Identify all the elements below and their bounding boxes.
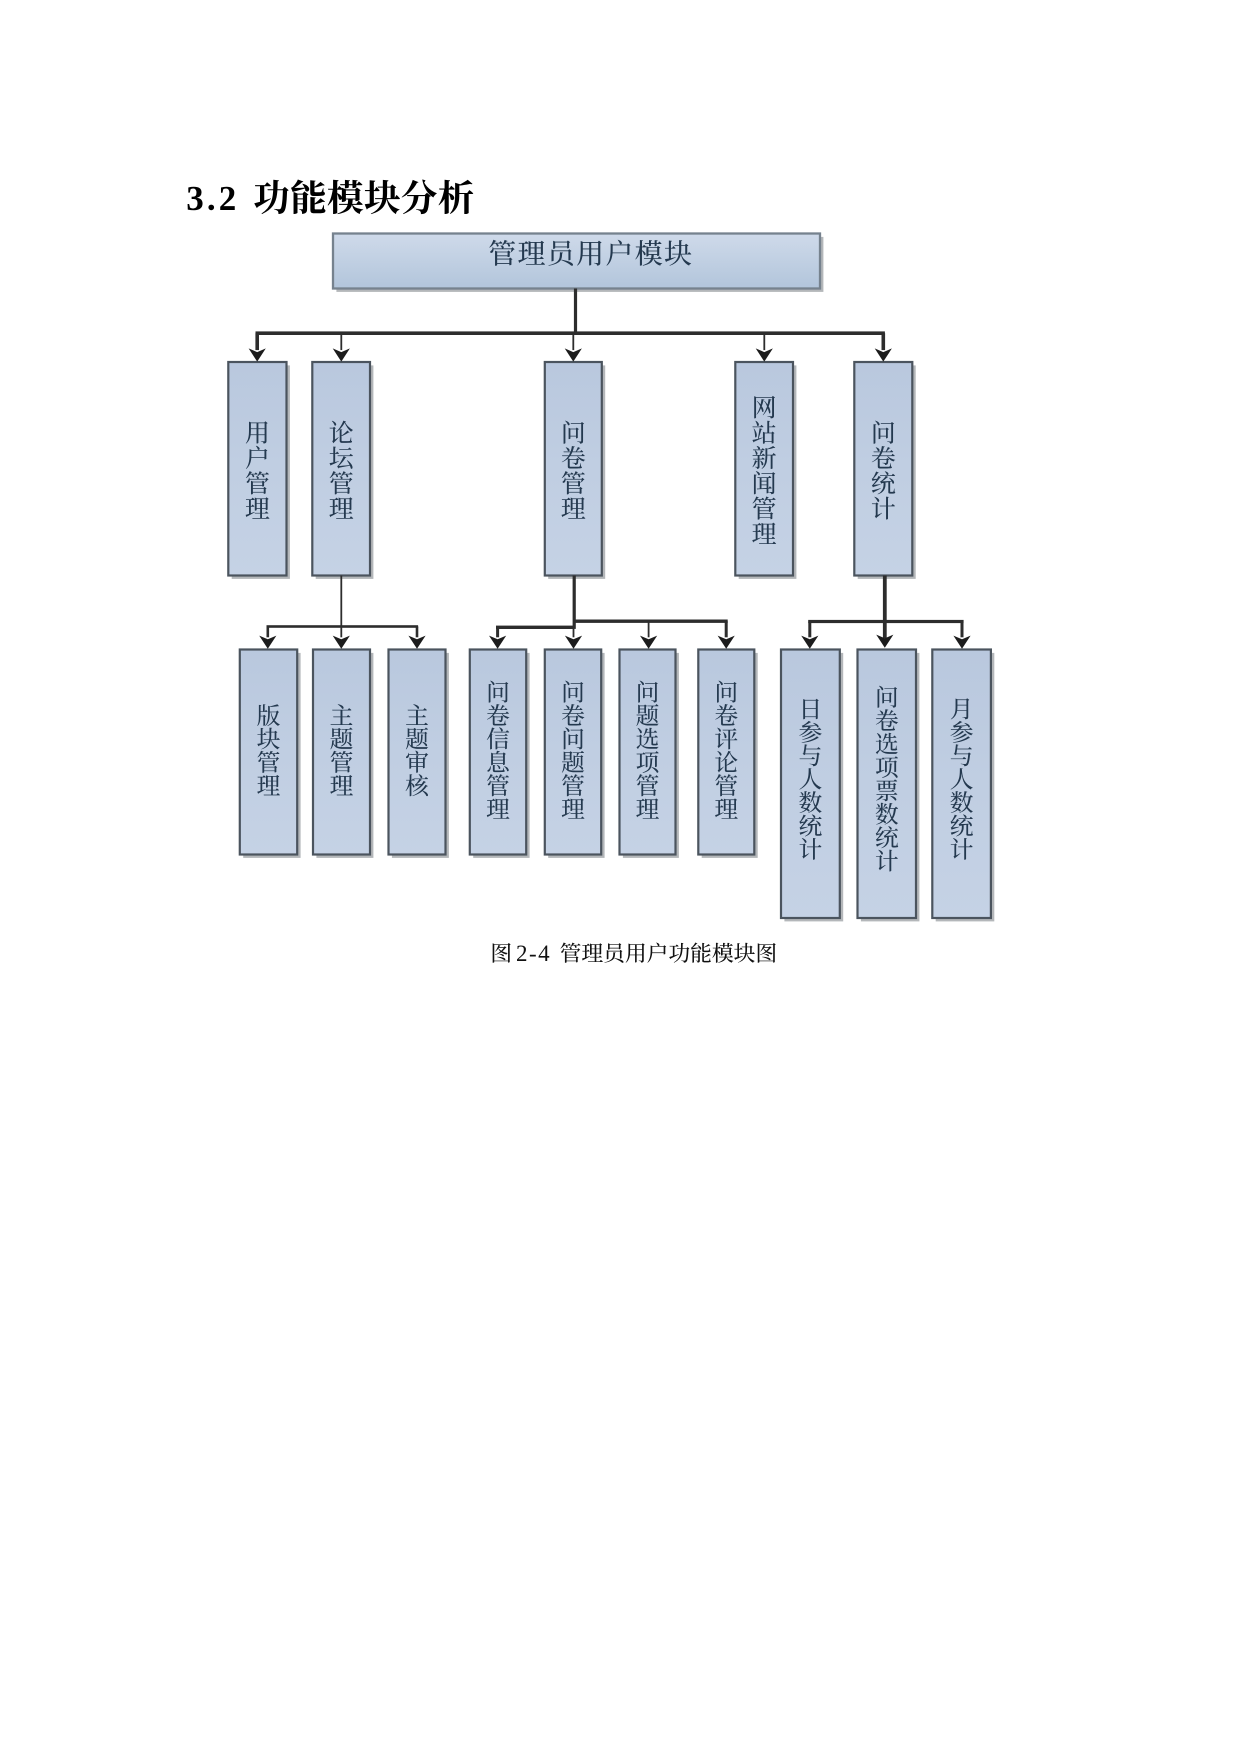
svg-text:3.2: 3.2 <box>186 179 239 218</box>
svg-text:2-4: 2-4 <box>516 941 551 966</box>
